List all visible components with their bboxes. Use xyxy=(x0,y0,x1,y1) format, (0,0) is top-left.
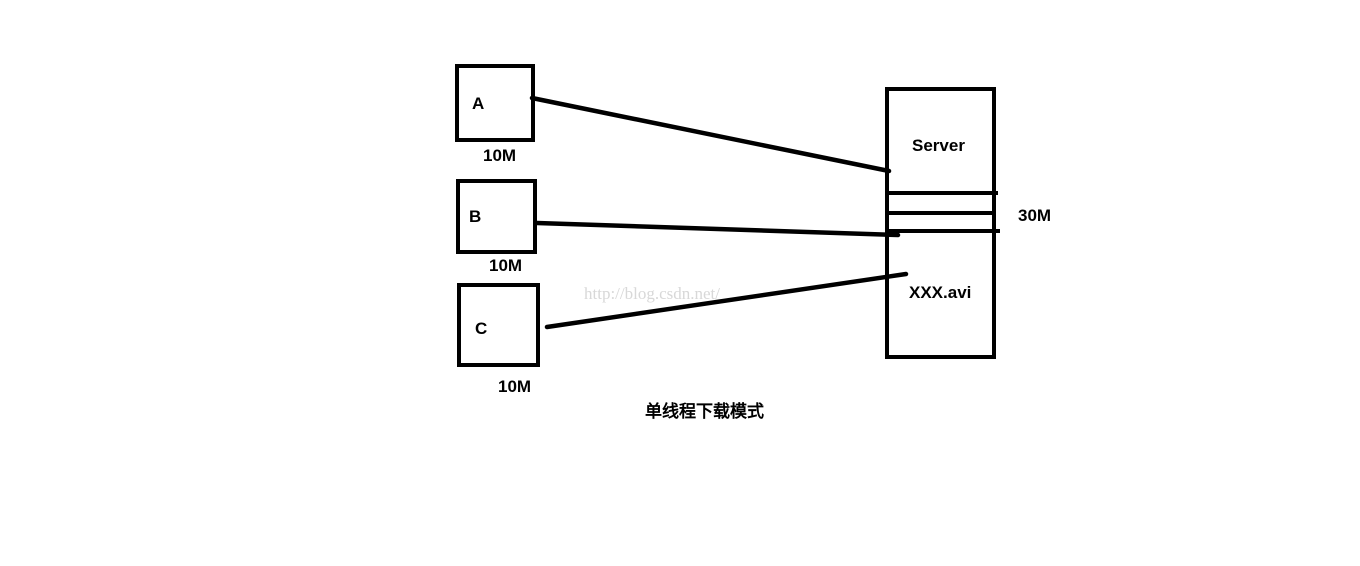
server-file-name: XXX.avi xyxy=(909,283,972,302)
diagram-title: 单线程下载模式 xyxy=(645,402,764,422)
client-size-c: 10M xyxy=(498,377,532,396)
watermark: http://blog.csdn.net/ xyxy=(584,284,720,303)
client-size-b: 10M xyxy=(489,256,523,275)
client-label-b: B xyxy=(469,207,482,226)
client-label-c: C xyxy=(475,319,488,338)
server-label: Server xyxy=(912,136,965,155)
client-label-a: A xyxy=(472,94,485,113)
connection-b-server xyxy=(534,220,901,238)
connection-c-server xyxy=(544,271,909,330)
server-box xyxy=(885,87,996,359)
connection-a-server xyxy=(529,95,892,174)
client-size-a: 10M xyxy=(483,146,517,165)
client-box-b xyxy=(456,179,537,254)
client-box-a xyxy=(455,64,535,142)
server-file-size: 30M xyxy=(1018,206,1052,225)
client-box-c xyxy=(457,283,540,367)
